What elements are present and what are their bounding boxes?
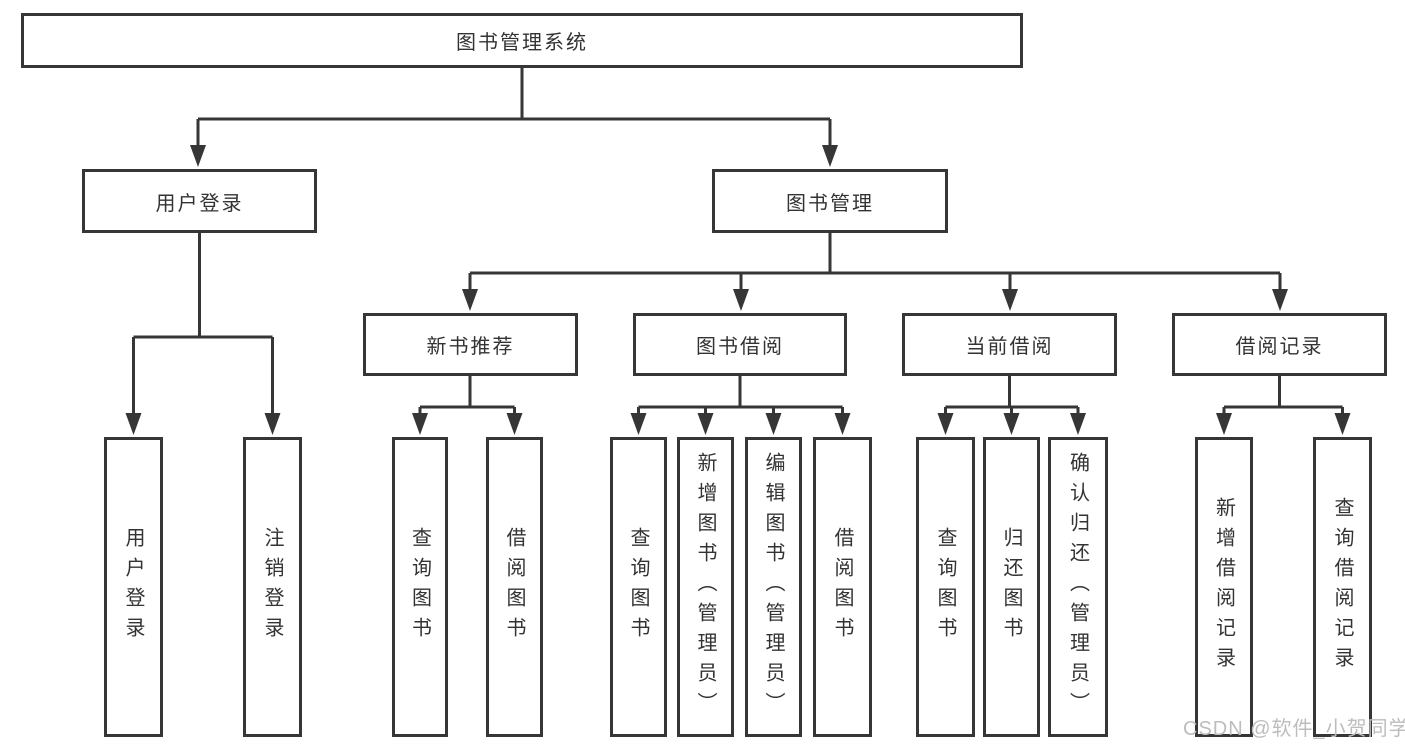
node-leaf-user-login: 用户登录 [104, 437, 163, 737]
node-label: 注销登录 [261, 527, 283, 647]
node-leaf-return-books: 归还图书 [983, 437, 1040, 737]
node-user-login: 用户登录 [82, 169, 317, 233]
node-label: 借阅图书 [831, 527, 853, 647]
node-leaf-query-books: 查询图书 [916, 437, 975, 737]
node-borrowing-records: 借阅记录 [1172, 313, 1387, 376]
node-label: 编辑图书（管理员） [762, 452, 784, 722]
node-new-book-recommendation: 新书推荐 [363, 313, 578, 376]
node-leaf-add-borrow-record: 新增借阅记录 [1195, 437, 1253, 737]
node-label: 新增图书（管理员） [694, 452, 716, 722]
node-label: 图书管理 [786, 192, 874, 215]
node-label: 查询图书 [408, 527, 431, 647]
node-label: 图书管理系统 [456, 32, 588, 54]
node-label: 确认归还（管理员） [1066, 452, 1089, 722]
node-leaf-query-books: 查询图书 [392, 437, 448, 737]
node-label: 借阅图书 [503, 527, 525, 647]
node-label: 图书借阅 [696, 336, 784, 358]
node-label: 用户登录 [122, 527, 144, 647]
node-label: 新书推荐 [426, 336, 515, 358]
node-book-management: 图书管理 [712, 169, 948, 233]
node-label: 当前借阅 [965, 336, 1054, 358]
node-leaf-borrow-books: 借阅图书 [486, 437, 543, 737]
csdn-watermark: CSDN @软件_小贺同学 [1183, 718, 1405, 740]
node-leaf-confirm-return-admin: 确认归还（管理员） [1048, 437, 1108, 737]
node-label: 查询图书 [934, 527, 956, 647]
node-label: 新增借阅记录 [1212, 497, 1235, 677]
node-library-management-system: 图书管理系统 [21, 13, 1023, 68]
node-label: 用户登录 [155, 192, 244, 215]
node-label: 归还图书 [1000, 527, 1022, 647]
node-leaf-add-books-admin: 新增图书（管理员） [677, 437, 734, 737]
node-leaf-query-borrow-record: 查询借阅记录 [1313, 437, 1372, 737]
node-current-borrowing: 当前借阅 [902, 313, 1117, 376]
node-leaf-query-books: 查询图书 [610, 437, 667, 737]
node-leaf-logout: 注销登录 [243, 437, 302, 737]
node-label: 查询借阅记录 [1331, 497, 1353, 677]
node-label: 查询图书 [627, 527, 649, 647]
node-leaf-borrow-books: 借阅图书 [813, 437, 872, 737]
node-book-borrowing: 图书借阅 [633, 313, 847, 376]
node-label: 借阅记录 [1235, 336, 1324, 358]
node-leaf-edit-books-admin: 编辑图书（管理员） [745, 437, 802, 737]
